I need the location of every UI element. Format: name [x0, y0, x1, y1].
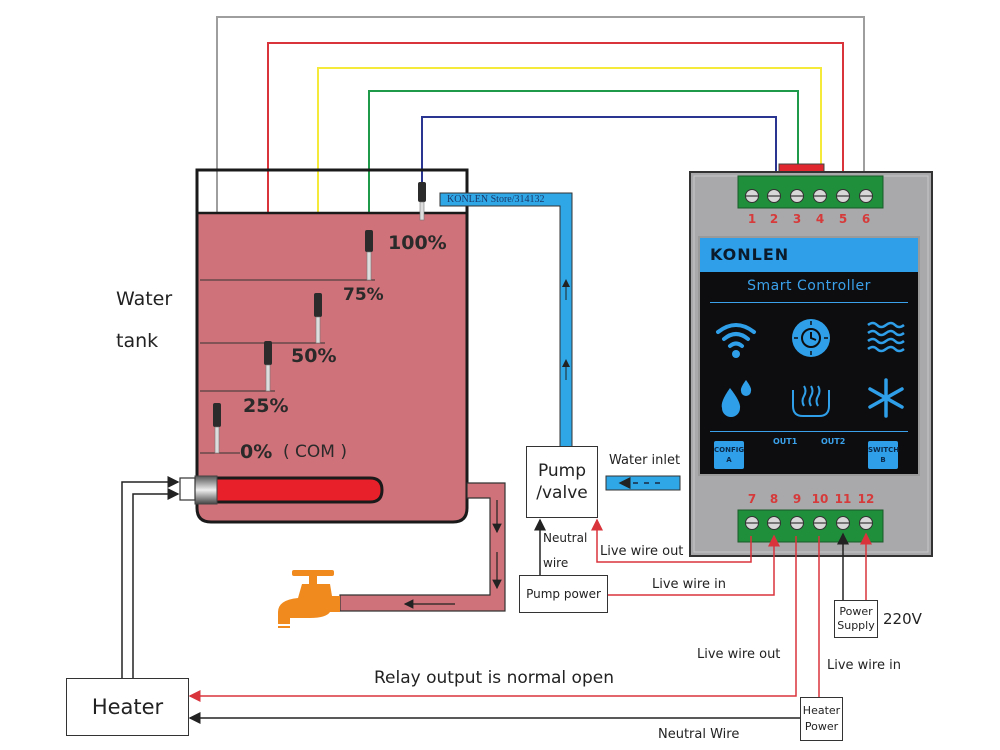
switch-sub-label: B	[880, 456, 886, 464]
pump-power-label: Pump power	[526, 587, 601, 601]
level-label-0: 0%	[240, 441, 273, 463]
terminal-number: 9	[792, 492, 802, 506]
terminal-number: 1	[747, 212, 757, 226]
terminal-number: 12	[857, 492, 875, 506]
controller-panel: KONLEN Smart Controller CONFIG A	[698, 236, 920, 476]
probe-50	[314, 293, 322, 344]
sensor-wires	[216, 16, 865, 428]
bottom-terminal-screws	[745, 516, 873, 530]
heating-icon	[792, 385, 830, 417]
terminal-number: 5	[838, 212, 848, 226]
pump-live-in-label: Live wire in	[652, 577, 726, 592]
brand-label: KONLEN	[700, 238, 918, 272]
config-a-button[interactable]: CONFIG A	[714, 441, 744, 469]
heater-power-box: Heater Power	[800, 697, 843, 741]
waves-icon	[867, 321, 905, 353]
pump-valve-box: Pump /valve	[526, 446, 598, 518]
probe-75	[365, 230, 373, 281]
relay-note: Relay output is normal open	[374, 668, 614, 688]
store-watermark: KONLEN Store/314132	[447, 194, 545, 205]
wire-red-25	[267, 42, 844, 345]
pump-power-box: Pump power	[519, 575, 608, 613]
pump-label-line1: Pump	[537, 461, 587, 481]
relay-live-out-wire	[188, 536, 797, 702]
outlet-pipe	[339, 482, 506, 612]
level-label-50: 50%	[291, 345, 337, 367]
com-note: ( COM )	[283, 442, 347, 462]
heater-label: Heater	[91, 695, 164, 719]
neutral-wire-label: Neutral Wire	[658, 727, 740, 742]
terminal-number: 11	[834, 492, 852, 506]
terminal-number: 6	[861, 212, 871, 226]
switch-b-button[interactable]: SWITCH B	[868, 441, 900, 469]
water-inlet-label: Water inlet	[609, 453, 681, 468]
probe-25	[264, 341, 272, 392]
terminal-number: 3	[792, 212, 802, 226]
level-label-75: 75%	[343, 285, 384, 305]
voltage-label: 220V	[883, 610, 922, 628]
water-drops-icon	[721, 380, 752, 417]
heater-box: Heater	[66, 678, 189, 736]
heater-feed-2	[132, 488, 180, 678]
terminal-number: 7	[747, 492, 757, 506]
level-label-25: 25%	[243, 395, 289, 417]
faucet-icon	[277, 570, 340, 628]
wifi-icon	[716, 323, 756, 358]
neutral-label-line1: Neutral	[543, 531, 588, 545]
snowflake-icon	[868, 378, 904, 418]
terminal-number: 10	[811, 492, 829, 506]
level-label-100: 100%	[388, 232, 447, 254]
heater-power-line1: Heater	[802, 704, 841, 717]
heater-wiring	[121, 476, 872, 724]
tank-label-line2: tank	[116, 330, 159, 352]
heater-live-in-label: Live wire in	[827, 658, 901, 673]
wire-yellow-50	[317, 67, 822, 298]
heater-power-line2: Power	[804, 720, 839, 733]
pump-live-out-label: Live wire out	[600, 544, 684, 559]
divider-bottom	[710, 431, 908, 432]
pump-wiring	[534, 518, 780, 596]
terminal-number: 2	[769, 212, 779, 226]
heater-element	[179, 475, 384, 505]
config-label: CONFIG	[714, 446, 745, 454]
out1-label: OUT1	[773, 437, 798, 446]
wire-blue-100	[421, 116, 777, 195]
timer-icon	[792, 319, 830, 357]
level-probes	[213, 182, 426, 454]
terminal-number: 4	[815, 212, 825, 226]
terminal-number: 8	[769, 492, 779, 506]
out2-label: OUT2	[821, 437, 846, 446]
probe-100	[418, 182, 426, 221]
pump-live-in-wire	[608, 534, 780, 596]
neutral-label-line2: wire	[543, 556, 569, 570]
top-terminal-screws	[745, 189, 873, 203]
divider	[710, 302, 908, 303]
power-supply-line2: Supply	[837, 619, 875, 632]
tank-label-line1: Water	[116, 288, 173, 310]
power-supply-line1: Power	[839, 605, 873, 618]
probe-com	[213, 403, 221, 454]
power-supply-box: Power Supply	[834, 600, 878, 638]
heater-live-out-label: Live wire out	[697, 647, 781, 662]
switch-label: SWITCH	[868, 446, 900, 454]
controller-subtitle: Smart Controller	[747, 278, 871, 294]
pump-live-out-wire	[591, 518, 752, 563]
heater-feed-1	[121, 476, 180, 678]
config-sub-label: A	[726, 456, 732, 464]
pump-label-line2: /valve	[536, 483, 588, 503]
wire-green-75	[368, 90, 799, 233]
